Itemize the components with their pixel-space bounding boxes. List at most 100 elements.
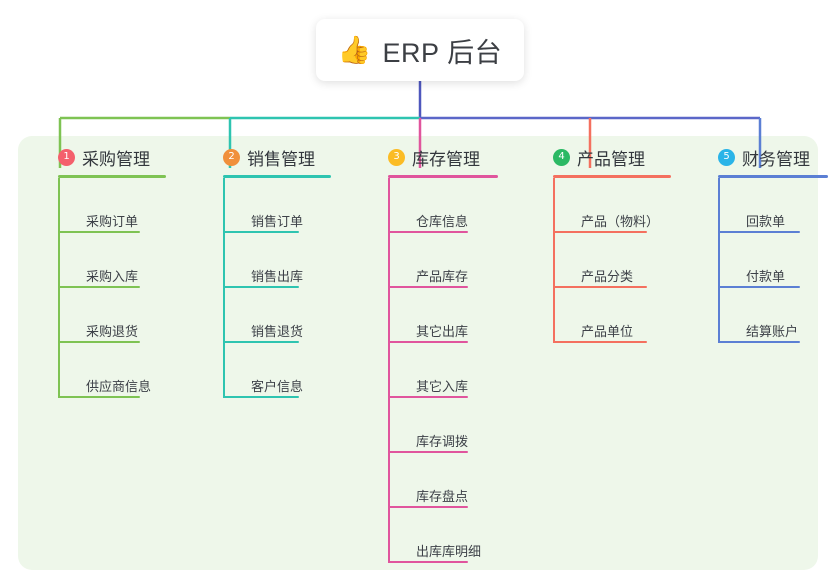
branch-item-label: 销售退货 [251, 324, 304, 339]
branch-item-label: 供应商信息 [86, 379, 152, 394]
branch-underline [553, 175, 671, 178]
branch-item-underline [718, 286, 800, 288]
branch-item-label: 库存调拨 [416, 434, 469, 449]
branch-item-underline [223, 341, 299, 343]
branch-item-underline [718, 341, 800, 343]
branch-number-badge: 1 [58, 148, 75, 166]
branch-number-badge: 2 [223, 148, 240, 166]
branch-title: 财务管理 [742, 149, 810, 169]
thumbs-up-icon: 👍 [337, 34, 372, 65]
branch-header-2[interactable]: 2 销售管理 [205, 144, 331, 170]
branch-underline [223, 175, 331, 178]
branch-item-underline [388, 396, 468, 398]
branch-item[interactable]: 其它入库 [370, 343, 498, 398]
branch-item-list: 回款单付款单结算账户 [700, 178, 828, 343]
branch-item[interactable]: 出库库明细 [370, 508, 498, 563]
branch-item-list: 销售订单销售出库销售退货客户信息 [205, 178, 331, 398]
branch-item-underline [58, 396, 140, 398]
branch-item[interactable]: 回款单 [700, 178, 828, 233]
branch-item-underline [58, 341, 140, 343]
branch-title: 采购管理 [82, 149, 150, 169]
branch-item[interactable]: 采购订单 [40, 178, 166, 233]
branch-item-label: 采购入库 [86, 269, 139, 284]
branch-item-list: 产品（物料） 产品分类产品单位 [535, 178, 671, 343]
branch-spine [223, 178, 225, 398]
branch-item-label: 库存盘点 [416, 489, 469, 504]
branch-title: 产品管理 [577, 149, 645, 169]
branch-item[interactable]: 采购退货 [40, 288, 166, 343]
branch-number-badge: 5 [718, 148, 735, 166]
branch-header-1[interactable]: 1 采购管理 [40, 144, 166, 170]
root-node[interactable]: 👍 ERP 后台 [316, 19, 524, 81]
branch-column-5: 5 财务管理回款单付款单结算账户 [700, 144, 828, 343]
branch-number-badge: 4 [553, 148, 570, 166]
branch-item-underline [223, 286, 299, 288]
branch-spine [553, 178, 555, 343]
branch-item[interactable]: 库存调拨 [370, 398, 498, 453]
branch-header-4[interactable]: 4 产品管理 [535, 144, 671, 170]
branch-spine [718, 178, 720, 343]
branch-item-underline [553, 286, 647, 288]
branch-item-label: 出库库明细 [416, 544, 482, 559]
branch-item-label: 产品库存 [416, 269, 469, 284]
branch-item-underline [388, 451, 468, 453]
branch-item[interactable]: 其它出库 [370, 288, 498, 343]
branch-item[interactable]: 付款单 [700, 233, 828, 288]
branch-item[interactable]: 结算账户 [700, 288, 828, 343]
branch-underline [718, 175, 828, 178]
branch-item-underline [388, 506, 468, 508]
branch-item-underline [718, 231, 800, 233]
branch-item-list: 仓库信息产品库存其它出库其它入库库存调拨库存盘点出库库明细 [370, 178, 498, 563]
branch-item-underline [223, 396, 299, 398]
branch-title: 销售管理 [247, 149, 315, 169]
branch-header-3[interactable]: 3 库存管理 [370, 144, 498, 170]
branch-number-badge: 3 [388, 148, 405, 166]
branch-item-label: 结算账户 [746, 324, 799, 339]
branch-item-underline [388, 286, 468, 288]
branch-item[interactable]: 产品库存 [370, 233, 498, 288]
branch-item-label: 销售出库 [251, 269, 304, 284]
branch-item[interactable]: 销售出库 [205, 233, 331, 288]
branch-item-underline [553, 341, 647, 343]
branch-item[interactable]: 销售退货 [205, 288, 331, 343]
branch-item-underline [58, 286, 140, 288]
branch-item[interactable]: 库存盘点 [370, 453, 498, 508]
branch-header-5[interactable]: 5 财务管理 [700, 144, 828, 170]
branch-item-label: 客户信息 [251, 379, 304, 394]
branch-item-label: 产品分类 [581, 269, 634, 284]
branch-spine [388, 178, 390, 563]
branch-item[interactable]: 供应商信息 [40, 343, 166, 398]
branch-item[interactable]: 产品单位 [535, 288, 671, 343]
branch-item[interactable]: 仓库信息 [370, 178, 498, 233]
branch-column-3: 3 库存管理仓库信息产品库存其它出库其它入库库存调拨库存盘点出库库明细 [370, 144, 498, 563]
branch-title: 库存管理 [412, 149, 480, 169]
branch-item-underline [388, 231, 468, 233]
branch-item-label: 采购退货 [86, 324, 139, 339]
branch-item-label: 产品（物料） [581, 214, 660, 229]
branch-item-list: 采购订单采购入库采购退货供应商信息 [40, 178, 166, 398]
branch-item[interactable]: 客户信息 [205, 343, 331, 398]
branch-column-1: 1 采购管理采购订单采购入库采购退货供应商信息 [40, 144, 166, 398]
branch-item-underline [58, 231, 140, 233]
branch-item-label: 回款单 [746, 214, 786, 229]
branch-item-underline [388, 561, 468, 563]
root-title: ERP 后台 [382, 37, 503, 68]
branch-item[interactable]: 采购入库 [40, 233, 166, 288]
branch-item-underline [553, 231, 647, 233]
branch-item-underline [223, 231, 299, 233]
branch-item-label: 仓库信息 [416, 214, 469, 229]
branch-item[interactable]: 销售订单 [205, 178, 331, 233]
branch-column-4: 4 产品管理产品（物料） 产品分类产品单位 [535, 144, 671, 343]
branch-item[interactable]: 产品（物料） [535, 178, 671, 233]
branch-item[interactable]: 产品分类 [535, 233, 671, 288]
branch-underline [388, 175, 498, 178]
branch-spine [58, 178, 60, 398]
branch-item-label: 其它入库 [416, 379, 469, 394]
diagram-panel [18, 136, 818, 570]
branch-item-label: 销售订单 [251, 214, 304, 229]
branch-item-label: 付款单 [746, 269, 786, 284]
branch-item-label: 采购订单 [86, 214, 139, 229]
branch-underline [58, 175, 166, 178]
